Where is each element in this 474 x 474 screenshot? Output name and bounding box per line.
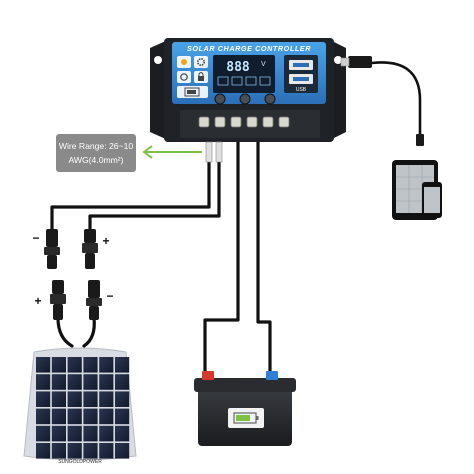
timer-icon [180,73,188,81]
lower-minus-sign: − [106,289,113,303]
button-left[interactable] [214,93,226,105]
battery-level-icon [233,412,259,424]
panel-wire-right [82,316,96,348]
solar-cell [51,408,66,425]
solar-cell [36,374,51,390]
solar-cell [115,425,130,442]
mc4-connectors-lower: + − [34,280,114,320]
solar-cell [67,391,82,407]
usb-ports: USB [284,55,318,93]
solar-cell [51,357,66,373]
solar-cell [51,374,66,390]
battery-indicator-icon [184,87,200,97]
solar-charge-controller: SOLAR CHARGE CONTROLLER 888 V [150,38,346,163]
battery-wire-left [203,138,240,382]
gear-icon [197,57,206,66]
solar-cell [99,374,114,390]
solar-cell [51,391,66,407]
solar-cell [115,357,130,373]
solar-cell [83,443,98,459]
solar-cell [67,425,82,442]
solar-cell [83,374,98,390]
solar-cell [36,443,51,459]
callout-line2: AWG(4.0mm²) [68,155,123,165]
solar-cell [36,357,51,373]
sun-icon [181,59,187,65]
solar-cell [51,443,66,459]
solar-cell [67,443,82,459]
lcd-readout: 888 [226,60,250,75]
lcd-unit: V [261,61,266,68]
solar-cell [67,374,82,390]
solar-cells [36,357,130,459]
lock-icon [198,72,204,81]
upper-plus-sign: + [102,234,109,248]
panel-brand: SUNGOLDPOWER [58,459,102,465]
green-arrow-icon [142,145,202,159]
solar-wire-lower [88,160,221,232]
solar-cell [83,408,98,425]
solar-cell [67,408,82,425]
solar-cell [99,443,114,459]
solar-cell [115,408,130,425]
usb-label: USB [296,87,307,93]
solar-cell [36,408,51,425]
lower-plus-sign: + [34,294,41,308]
solar-cell [115,374,130,390]
button-right[interactable] [264,93,276,105]
upper-minus-sign: − [32,231,39,245]
solar-cell [67,357,82,373]
solar-cell [115,391,130,407]
controller-title: SOLAR CHARGE CONTROLLER [187,44,311,53]
solar-panel: SUNGOLDPOWER [23,347,137,465]
battery-negative-terminal [202,371,214,380]
button-middle[interactable] [239,93,251,105]
wire-range-callout: Wire Range: 26~10 AWG(4.0mm²) [56,134,202,172]
battery-positive-terminal [266,371,278,380]
wires [50,61,422,382]
solar-cell [99,357,114,373]
solar-cell [83,391,98,407]
lcd-screen [213,55,275,93]
solar-cell [99,425,114,442]
mc4-connectors-upper: − + [32,229,110,269]
solar-cell [115,443,130,459]
solar-cell [36,425,51,442]
callout-line1: Wire Range: 26~10 [59,141,134,151]
solar-cell [51,425,66,442]
solar-cell [83,425,98,442]
usb-cable [370,61,422,138]
solar-cell [83,357,98,373]
battery [194,371,296,446]
battery-wire-right [256,138,272,382]
panel-wire-left [56,316,74,348]
phone-icon [422,182,442,218]
solar-cell [36,391,51,407]
solar-wire-upper [50,160,211,232]
solar-cell [99,408,114,425]
solar-cell [99,391,114,407]
usb-cable-icon [340,56,424,146]
terminal-screws [198,116,290,128]
